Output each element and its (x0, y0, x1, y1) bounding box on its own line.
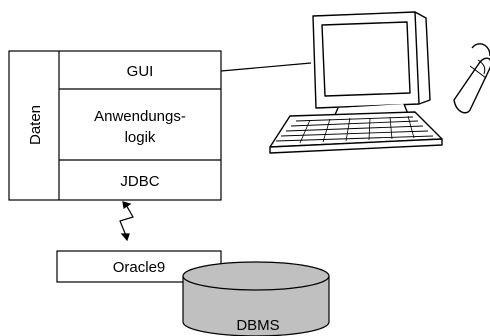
dbms-label: DBMS (236, 317, 279, 334)
dbms-cylinder: DBMS (182, 261, 330, 336)
link-arrow-top (122, 201, 132, 210)
stack-outline (8, 50, 222, 201)
mouse (453, 57, 490, 114)
computer-icon (269, 11, 490, 154)
cylinder-top (182, 261, 330, 291)
network-link (119, 201, 134, 242)
oracle-label: Oracle9 (113, 259, 166, 276)
link-arrow-bottom (120, 233, 130, 242)
daten-label: Daten (27, 105, 44, 145)
app-logic-label-line2: logik (125, 129, 156, 146)
gui-to-computer-line (220, 62, 312, 72)
app-logic-label-line1: Anwendungs- (94, 108, 186, 125)
client-stack: Daten GUI Anwendungs- logik JDBC (8, 50, 222, 201)
monitor-screen (321, 21, 411, 97)
gui-layer-label: GUI (127, 63, 154, 80)
jdbc-layer-label: JDBC (120, 173, 159, 190)
